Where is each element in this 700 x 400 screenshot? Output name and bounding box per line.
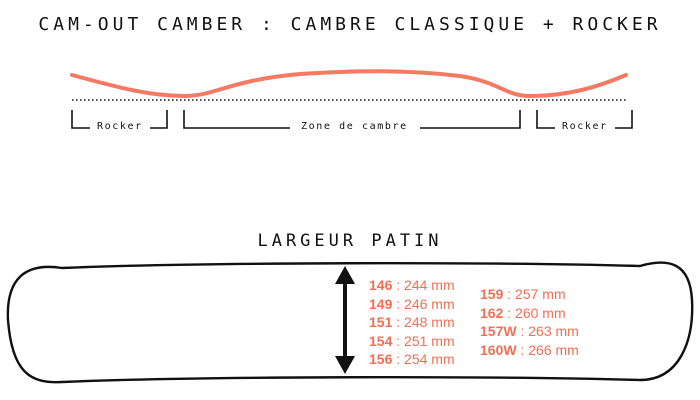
size-width: : 244 mm bbox=[396, 277, 455, 293]
size-width: : 257 mm bbox=[507, 286, 566, 302]
size-model: 162 bbox=[480, 304, 504, 321]
size-width: : 260 mm bbox=[507, 304, 566, 321]
camber-profile-line bbox=[70, 69, 628, 99]
rocker-right-label: Rocker bbox=[558, 121, 612, 132]
rocker-left-label: Rocker bbox=[93, 121, 147, 132]
width-title: LARGEUR PATIN bbox=[257, 231, 443, 251]
size-width: : 254 mm bbox=[396, 351, 455, 367]
size-row: 156 : 254 mm bbox=[369, 350, 455, 369]
camber-zone-bracket bbox=[183, 110, 521, 129]
rocker-right-bracket bbox=[536, 110, 633, 129]
size-model: 154 bbox=[369, 332, 393, 349]
size-model: 156 bbox=[369, 351, 393, 367]
size-row: 154 : 251 mm bbox=[369, 332, 455, 351]
size-model: 160W bbox=[480, 341, 517, 358]
size-row: 149 : 246 mm bbox=[369, 295, 455, 314]
size-row: 146 : 244 mm bbox=[369, 276, 455, 295]
size-row: 159 : 257 mm bbox=[480, 285, 579, 304]
size-width: : 248 mm bbox=[396, 314, 455, 330]
width-arrow bbox=[335, 266, 355, 374]
size-list-left: 146 : 244 mm 149 : 246 mm 151 : 248 mm 1… bbox=[369, 276, 455, 369]
size-width: : 263 mm bbox=[520, 323, 579, 339]
size-model: 146 bbox=[369, 277, 393, 293]
size-row: 162 : 260 mm bbox=[480, 304, 579, 323]
rocker-left-bracket bbox=[71, 110, 168, 129]
size-width: : 266 mm bbox=[520, 341, 579, 358]
size-model: 149 bbox=[369, 295, 393, 312]
size-model: 157W bbox=[480, 323, 517, 339]
size-list-right: 159 : 257 mm 162 : 260 mm 157W : 263 mm … bbox=[480, 285, 579, 359]
size-row: 157W : 263 mm bbox=[480, 322, 579, 341]
size-row: 151 : 248 mm bbox=[369, 313, 455, 332]
size-row: 160W : 266 mm bbox=[480, 341, 579, 360]
camber-zone-label: Zone de cambre bbox=[297, 121, 412, 132]
size-width: : 251 mm bbox=[396, 332, 455, 349]
profile-title: CAM-OUT CAMBER : CAMBRE CLASSIQUE + ROCK… bbox=[38, 14, 662, 35]
board-outline bbox=[6, 261, 694, 384]
size-model: 159 bbox=[480, 286, 504, 302]
size-width: : 246 mm bbox=[396, 295, 455, 312]
size-model: 151 bbox=[369, 314, 393, 330]
